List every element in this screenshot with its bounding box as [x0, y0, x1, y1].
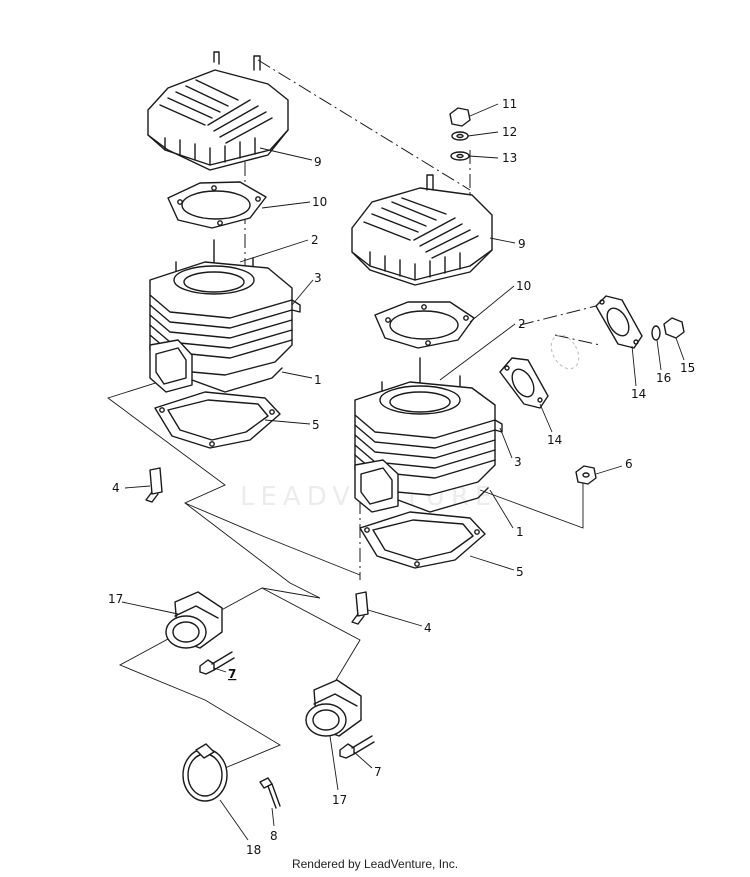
credit-footer: Rendered by LeadVenture, Inc.: [291, 857, 459, 871]
spring-washer-12: [451, 131, 469, 141]
exhaust-gasket-upper: [595, 295, 643, 349]
callout-4-right: 4: [424, 621, 432, 635]
exhaust-gasket-lower: [499, 357, 549, 409]
flange-nut-15: [663, 317, 685, 339]
head-nut-11: [449, 107, 471, 127]
nut-6: [575, 465, 597, 485]
washer-16: [651, 325, 661, 341]
callout-9-left: 9: [314, 155, 322, 169]
callout-9-right: 9: [518, 237, 526, 251]
callout-labels: 11 12 13 9 10 9 2 3 10 2 1 5 14 14 16 15…: [108, 97, 695, 857]
bolt-7-left: [199, 651, 235, 675]
callout-13: 13: [502, 151, 517, 165]
callout-14-lower: 14: [547, 433, 562, 447]
head-gasket-left: [167, 181, 267, 229]
callout-7-right: 7: [374, 765, 382, 779]
cylinder-head-left: [147, 51, 289, 171]
callout-17-right: 17: [332, 793, 347, 807]
callout-12: 12: [502, 125, 517, 139]
callout-15: 15: [680, 361, 695, 375]
callout-1-right: 1: [516, 525, 524, 539]
head-gasket-right: [374, 301, 475, 349]
exhaust-port-outline: [550, 334, 580, 370]
cylinder-head-right: [351, 174, 493, 286]
hose-clamp-18: [182, 743, 228, 802]
intake-manifold-left: [165, 591, 223, 649]
assembly-guide-lines: [107, 379, 584, 769]
callout-5-left: 5: [312, 418, 320, 432]
cylinder-right: [354, 357, 503, 513]
bolt-7-right: [339, 735, 375, 759]
callout-14-upper: 14: [631, 387, 646, 401]
callout-1-left: 1: [314, 373, 322, 387]
callout-4-left: 4: [112, 481, 120, 495]
callout-2-left: 2: [311, 233, 319, 247]
callout-11: 11: [502, 97, 517, 111]
cylinder-left: [149, 239, 301, 393]
base-gasket-left: [154, 391, 281, 449]
callout-7-left: 7: [228, 667, 236, 681]
callout-8: 8: [270, 829, 278, 843]
callout-17-left: 17: [108, 592, 123, 606]
callout-10-right: 10: [516, 279, 531, 293]
callout-2-right: 2: [518, 317, 526, 331]
callout-10-left: 10: [312, 195, 327, 209]
nipple-fitting-right: [351, 591, 369, 625]
callout-leaders: [121, 103, 685, 841]
callout-16: 16: [656, 371, 671, 385]
plain-washer-13: [450, 151, 470, 161]
callout-3-right: 3: [514, 455, 522, 469]
nipple-fitting-left: [145, 467, 163, 503]
base-gasket-right: [359, 511, 486, 569]
callout-6: 6: [625, 457, 633, 471]
callout-18: 18: [246, 843, 261, 857]
callout-3-left: 3: [314, 271, 322, 285]
intake-manifold-right: [305, 679, 362, 737]
callout-5-right: 5: [516, 565, 524, 579]
clamp-screw-8: [259, 777, 281, 809]
